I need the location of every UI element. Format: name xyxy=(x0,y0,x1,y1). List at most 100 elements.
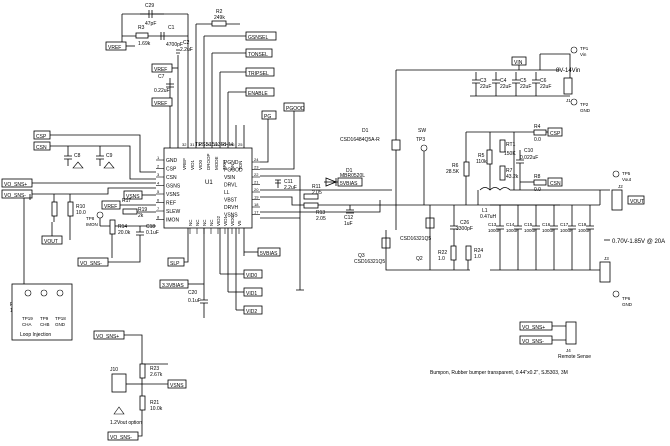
ic-u1-part: TPS51513RHH xyxy=(195,142,233,148)
vin-range: 8V-14Vin xyxy=(556,68,580,74)
d1-ref: D1 xyxy=(362,128,369,134)
c20-ref: C20 xyxy=(188,290,197,296)
netlabel-pg: PG xyxy=(264,114,271,120)
pin-number: 27 xyxy=(222,142,227,147)
tp19-net: CHA xyxy=(22,322,32,327)
netlabel-enable: ENABLE xyxy=(248,91,268,97)
c4-val: 22uF xyxy=(500,84,511,90)
feedback-network: C29 47pF R3 1.69k C1 4700pF VREF R2 249k… xyxy=(105,3,240,148)
loop-injection-block: TP19 CHA TP9 CHB TP18 GND Loop Injection xyxy=(11,283,73,341)
pin-number: 1 xyxy=(157,155,160,160)
r24-ref: R24 xyxy=(474,248,483,254)
r17-ref: R17 xyxy=(122,198,131,204)
r22-ref: R22 xyxy=(438,250,447,256)
pin-name: TON xyxy=(238,161,243,170)
pin-number: 22 xyxy=(254,172,259,177)
pin-number: 3 xyxy=(157,172,160,177)
pin-name: VID0 xyxy=(230,215,235,226)
output-cap-symbol xyxy=(496,205,504,270)
output-spec: 0.70V-1.85V @ 20A xyxy=(612,239,665,245)
pin-name: VSNS xyxy=(224,213,238,219)
tp19-ref: TP19 xyxy=(22,316,33,321)
tp9-net: CHB xyxy=(40,322,50,327)
pin-name: VREF xyxy=(182,158,187,170)
netlabel-gsnsel: GSNSEL xyxy=(248,35,269,41)
netlabel-csn-left: CSN xyxy=(36,145,47,151)
netlabel-vref-ref: VREF xyxy=(104,204,117,210)
output-cap-ref: C19 xyxy=(578,222,587,227)
pin-number: 17 xyxy=(254,210,259,215)
netlabel-vref-top-text: VREF xyxy=(108,45,121,51)
ic-u1-right-pins: 24PGND23PGOOD22V5IN21DRVL20LL19VBST18DRV… xyxy=(224,157,260,219)
c3-ref: C3 xyxy=(480,78,487,84)
q3-val: CSD16321Q5 xyxy=(354,259,385,265)
c11-val: 2.2uF xyxy=(284,185,297,191)
pin-name: VSNS xyxy=(166,192,180,198)
c10-val: 0.022uF xyxy=(520,155,538,161)
c6-val: 22uF xyxy=(540,84,551,90)
output-cap-val: 100uF xyxy=(506,228,519,233)
output-connectors: TP5 Vout J2 VOUT J3 TP6 GND xyxy=(599,170,645,307)
r10-ref: R10 xyxy=(76,204,85,210)
output-cap-symbol xyxy=(568,205,576,270)
r13-val: 2.05 xyxy=(316,216,326,222)
r6-val: 28.5K xyxy=(446,169,460,175)
output-cap-val: 100uF xyxy=(488,228,501,233)
tp3-ref: TP3 xyxy=(416,137,425,143)
bumpon-note: Bumpon, Rubber bumper transparent, 0.44"… xyxy=(430,370,568,376)
tp6-net: GND xyxy=(622,302,633,307)
r8-val: 0.0 xyxy=(534,187,541,193)
c2-ref: C2 xyxy=(183,40,190,46)
d1-val: CSD16484Q5A-R xyxy=(340,137,380,143)
c18-ref: C18 xyxy=(146,224,155,230)
r24-val: 1.0 xyxy=(474,254,481,260)
pin-name: MODE xyxy=(214,157,219,171)
pin-number: 8 xyxy=(157,215,160,220)
q3-ref: Q3 xyxy=(358,253,365,259)
output-cap-symbol xyxy=(514,205,522,270)
r7-ref: R7 xyxy=(506,168,513,174)
netlabel-pgood: PGOOD xyxy=(286,106,305,112)
output-cap-symbol xyxy=(550,205,558,270)
netlabel-vout-left: VOUT xyxy=(44,239,58,245)
netlabel-vo-sns-p: VO_SNS+ xyxy=(4,182,27,188)
c5-ref: C5 xyxy=(520,78,527,84)
netlabel-vref-left xyxy=(151,97,173,107)
pin-name: VBST xyxy=(224,198,237,204)
pin-name: LL xyxy=(224,190,230,196)
bottom-nets: C20 0.1uF 3.3VBIAS VID0 VID1 VID2 5VBIAS xyxy=(159,228,281,318)
r4-val: 0.0 xyxy=(534,137,541,143)
j4-ref: J4 xyxy=(566,348,571,353)
pin-name: V5IN xyxy=(224,175,236,181)
c7-val: 0.22uF xyxy=(154,88,170,94)
tp6-ref: TP6 xyxy=(622,296,631,301)
pin-number: 4 xyxy=(157,181,160,186)
r22-val: 1.0 xyxy=(438,256,445,262)
tp8-net: IMON xyxy=(86,222,98,227)
c1-ref: C1 xyxy=(168,25,175,31)
r10-val: 10.0 xyxy=(76,210,86,216)
pin-name: CSP xyxy=(166,167,177,173)
r21-ref: R21 xyxy=(150,400,159,406)
remote-sense-label: Remote Sense xyxy=(558,354,591,360)
pin-number: 32 xyxy=(182,142,187,147)
ic-u1-refdes: U1 xyxy=(205,180,213,186)
netlabel-vid1: VID1 xyxy=(246,291,257,297)
c26-val: 3300pF xyxy=(456,226,473,232)
pin-name: DRVH xyxy=(224,205,238,211)
output-cap-ref: C13 xyxy=(488,222,497,227)
c7-ref: C7 xyxy=(158,74,165,80)
r4-ref: R4 xyxy=(534,124,541,130)
r7-val: 43.2k xyxy=(506,174,519,180)
netlabel-csp-right: CSP xyxy=(550,131,561,137)
r11-ref: R11 xyxy=(312,184,321,190)
r6-ref: R6 xyxy=(452,163,459,169)
j1-ref: J1 xyxy=(566,98,571,103)
pin-name: VID0 xyxy=(198,159,203,170)
output-cap-val: 100uF xyxy=(560,228,573,233)
output-cap-val: 100uF xyxy=(542,228,555,233)
tp18-net: GND xyxy=(55,322,66,327)
netlabel-vref-left-text: VREF xyxy=(154,101,167,107)
